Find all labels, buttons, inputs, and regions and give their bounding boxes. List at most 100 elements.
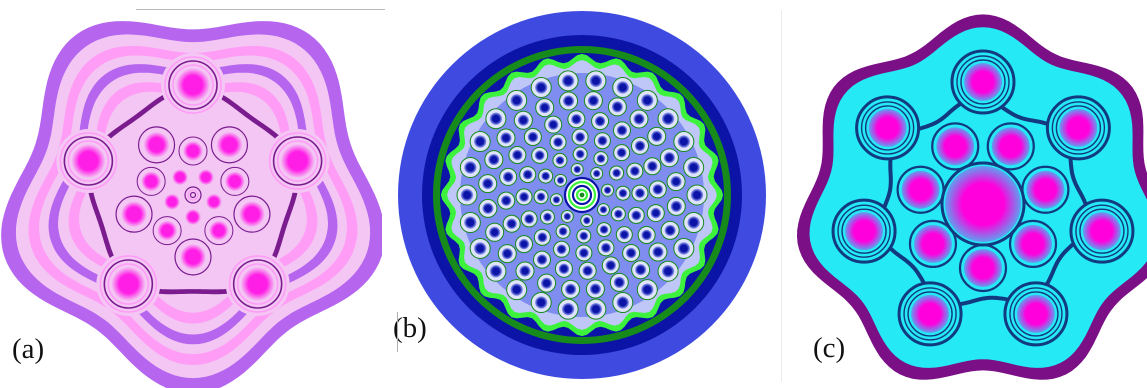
bulb-ring [67, 140, 110, 182]
bulb-ring [276, 140, 319, 182]
center-ring [187, 189, 199, 201]
bulb-core [651, 130, 663, 142]
bulb-core [1026, 170, 1065, 209]
bulb-core [605, 260, 617, 271]
bulb-core [157, 220, 178, 241]
bulb-core [280, 144, 315, 179]
bulb-core [589, 302, 603, 316]
bulb-core [663, 152, 675, 164]
bulb-core [618, 188, 628, 198]
bulb-core [502, 171, 514, 183]
bulb-core [527, 131, 539, 143]
bulb-core [512, 149, 523, 161]
bulb-core [670, 200, 682, 212]
bulb-core [589, 74, 603, 88]
bulb-core [482, 202, 494, 215]
bulb-core [553, 137, 564, 148]
bulb-core [536, 254, 548, 265]
center-core [945, 166, 1021, 242]
bulb-core [613, 276, 625, 288]
bulb-core [619, 229, 630, 240]
bulb-core [541, 171, 550, 181]
center-ring [189, 191, 197, 199]
bulb-ring [164, 56, 222, 114]
separator-line [397, 312, 398, 352]
bulb-ring [860, 101, 915, 155]
bulb-core [641, 94, 654, 107]
bulb-core [991, 127, 1030, 166]
bulb-core [172, 169, 189, 186]
bulb-core [489, 112, 503, 125]
bulb-core [583, 216, 591, 225]
bulb-core [558, 227, 568, 236]
bulb-core [868, 108, 907, 147]
center-ring [575, 188, 589, 202]
bulb-core [911, 294, 950, 333]
bulb-core [575, 132, 586, 142]
bulb-core [216, 131, 243, 158]
bulb-core [517, 114, 529, 126]
bulb-core [539, 102, 551, 114]
bulb-core [599, 225, 609, 234]
bulb-ring [956, 55, 1010, 109]
bulb-core [647, 160, 658, 172]
bulb-ring [1055, 105, 1102, 151]
bulb-ring [107, 263, 150, 305]
panel-label-a: (a) [12, 333, 45, 365]
panel-b: (b) [382, 0, 782, 388]
bulb-core [1014, 224, 1053, 263]
bulb-core [596, 154, 606, 163]
bulb-core [473, 242, 487, 255]
bulb-ring [1079, 208, 1125, 254]
bulb-core [625, 247, 637, 259]
bulb-core [652, 246, 664, 258]
bulb-core [535, 296, 548, 309]
bulb-core [197, 169, 214, 186]
bulb-core [522, 169, 533, 180]
bulb-core [687, 216, 700, 229]
bulb-core [524, 213, 535, 224]
bulb-core [616, 296, 629, 309]
top-rule [136, 9, 385, 10]
bulb-core [913, 224, 952, 263]
bulb-core [594, 115, 606, 127]
bulb-core [633, 113, 645, 125]
bulb-ring [907, 291, 953, 337]
bulb-core [510, 283, 523, 296]
bulb-core [634, 140, 646, 152]
bulb-core [641, 283, 654, 296]
bulb-core [501, 248, 513, 260]
bulb-core [111, 266, 146, 301]
bulb-core [556, 244, 567, 255]
center-ring [567, 180, 597, 210]
bulb-ring [99, 255, 158, 313]
center-ring [571, 184, 593, 206]
bulb-ring [960, 59, 1006, 105]
bulb-ring [172, 64, 214, 106]
bulb-core [555, 156, 565, 165]
bulb-core [936, 127, 975, 166]
bulb-core [518, 238, 530, 250]
bulb-core [543, 212, 552, 222]
bulb-core [464, 161, 477, 174]
bulb-ring [1013, 291, 1059, 337]
panel-a: (a) [0, 0, 382, 388]
bulb-core [631, 210, 642, 221]
bulb-core [629, 166, 640, 177]
bulb-core [561, 302, 575, 316]
bulb-core [845, 212, 884, 251]
bulb-core [500, 195, 512, 206]
bulb-core [650, 207, 662, 219]
bulb-core [71, 144, 106, 179]
bulb-ring [903, 287, 957, 341]
bulb-core [1082, 212, 1121, 251]
bulb-core [599, 205, 608, 214]
bulb-core [510, 94, 523, 107]
bulb-core [488, 154, 500, 166]
separator-line [781, 10, 782, 382]
bulb-core [575, 149, 585, 159]
bulb-core [677, 242, 691, 255]
bulb-core [579, 231, 589, 241]
bulb-core [964, 249, 1002, 287]
bulb-core [562, 95, 575, 107]
